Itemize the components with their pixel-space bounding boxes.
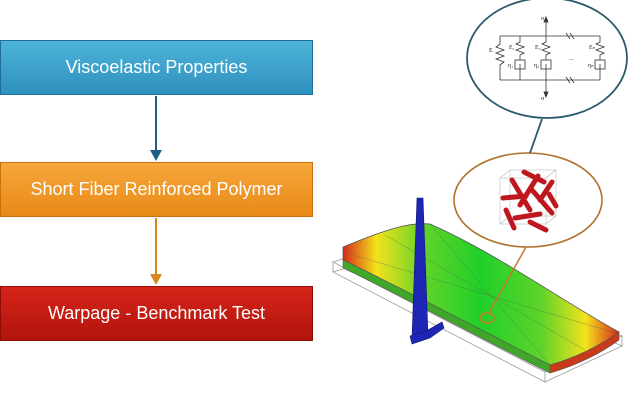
maxwell-model-diagram (494, 15, 606, 99)
spring-label-e2: E₂ (535, 45, 541, 51)
sample-connector-line (488, 246, 527, 314)
spring-label-e1: E₁ (509, 45, 515, 51)
short-fiber-polymer-label: Short Fiber Reinforced Polymer (30, 179, 283, 199)
stress-top-label: σ (541, 16, 545, 22)
viscoelastic-properties-label: Viscoelastic Properties (65, 57, 248, 77)
sample-location-marker (479, 312, 495, 324)
short-fibers (500, 169, 559, 233)
spring-label-en: Eₙ (589, 45, 596, 51)
maxwell-model-callout: σ σ ... E E₁ E₂ Eₙ η₁ η₂ ηₙ (466, 0, 628, 119)
dashpot-label-1: η₁ (508, 63, 513, 69)
arrow-1 (150, 96, 162, 161)
dashpot-label-2: η₂ (534, 63, 539, 69)
fiber-microstructure-callout (453, 152, 603, 248)
warpage-benchmark-label: Warpage - Benchmark Test (47, 303, 266, 323)
plate-side-right (549, 331, 620, 374)
warpage-benchmark-box: Warpage - Benchmark Test (0, 286, 313, 341)
arrow-2 (150, 218, 162, 285)
dashpot-label-n: ηₙ (588, 63, 594, 69)
callout-connector-line (529, 118, 543, 154)
spring-label-e: E (489, 48, 493, 54)
injection-gate (409, 197, 445, 345)
model-ellipsis: ... (569, 56, 574, 62)
stress-bottom-label: σ (541, 96, 545, 102)
viscoelastic-properties-box: Viscoelastic Properties (0, 40, 313, 95)
short-fiber-polymer-box: Short Fiber Reinforced Polymer (0, 162, 313, 217)
warped-plate (342, 223, 620, 366)
